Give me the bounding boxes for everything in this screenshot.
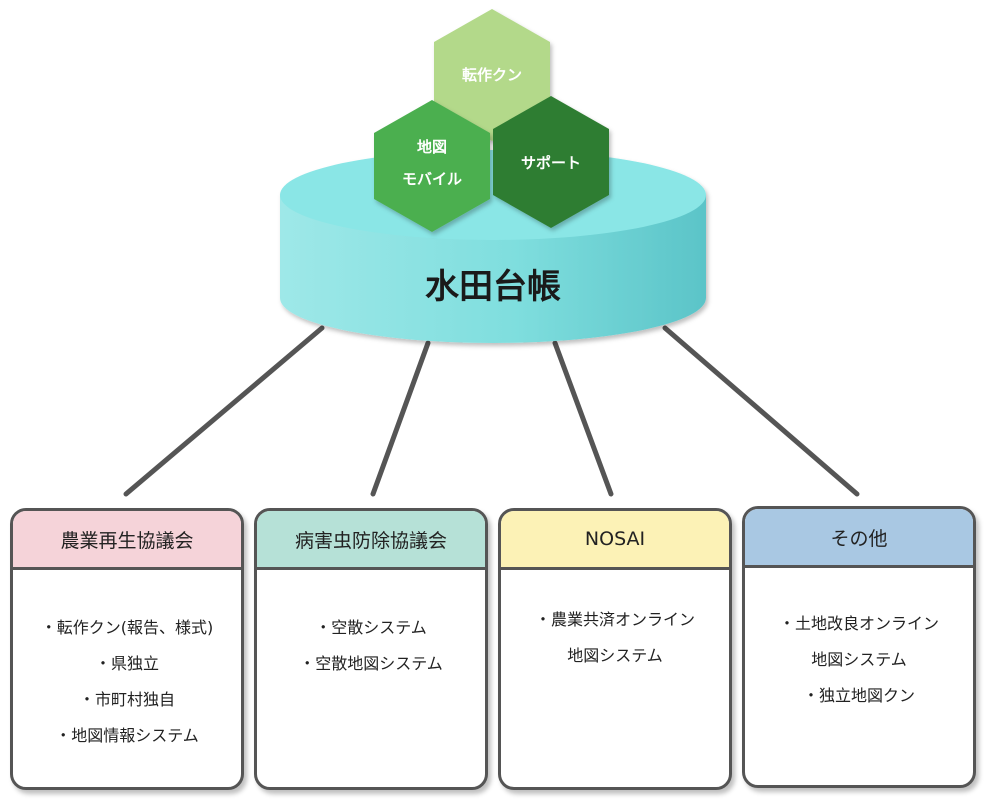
database-label: 水田台帳 — [425, 267, 561, 307]
box-body-pest-control-council: ・空散システム ・空散地図システム — [257, 570, 485, 682]
box-title: その他 — [830, 527, 888, 550]
connector-line-agri-council — [123, 325, 325, 497]
box-title: 病害虫防除協議会 — [294, 529, 447, 552]
box-header-other: その他 — [745, 509, 973, 568]
list-item: 地図システム — [567, 646, 663, 665]
hexagon-tensaku-shape — [434, 9, 550, 141]
hexagon-support-label: サポート — [521, 154, 581, 172]
box-other: その他 ・土地改良オンライン 地図システム ・独立地図クン — [742, 506, 976, 788]
list-item: ・農業共済オンライン — [534, 610, 695, 629]
list-item: ・空散地図システム — [299, 654, 443, 673]
list-item: ・転作クン(報告、様式) — [40, 618, 214, 637]
list-item: ・空散システム — [315, 618, 427, 637]
hexagon-tensaku-label: 転作クン — [462, 66, 522, 84]
box-body-other: ・土地改良オンライン 地図システム ・独立地図クン — [745, 568, 973, 714]
connector-line-other — [662, 325, 860, 497]
list-item: ・土地改良オンライン — [778, 614, 939, 633]
list-item: ・県独立 — [94, 654, 159, 673]
list-item: 地図システム — [811, 650, 907, 669]
box-header-agri-recovery-council: 農業再生協議会 — [13, 511, 241, 570]
box-title: 農業再生協議会 — [60, 529, 194, 552]
box-body-nosai: ・農業共済オンライン 地図システム — [501, 570, 729, 674]
hexagon-chizu-mobile: 地図 モバイル — [374, 100, 490, 232]
list-item: ・地図情報システム — [55, 726, 199, 745]
box-nosai: NOSAI ・農業共済オンライン 地図システム — [498, 508, 732, 790]
list-item: ・市町村独自 — [78, 690, 175, 709]
hexagon-chizu-shape — [374, 100, 490, 232]
box-agri-recovery-council: 農業再生協議会 ・転作クン(報告、様式) ・県独立 ・市町村独自 ・地図情報シス… — [10, 508, 244, 790]
list-item: ・独立地図クン — [802, 686, 915, 705]
box-pest-control-council: 病害虫防除協議会 ・空散システム ・空散地図システム — [254, 508, 488, 790]
connector-line-pest-council — [370, 340, 431, 497]
hexagon-support: サポート — [493, 96, 609, 228]
box-title: NOSAI — [584, 528, 646, 550]
box-body-agri-recovery-council: ・転作クン(報告、様式) ・県独立 ・市町村独自 ・地図情報システム — [13, 570, 241, 754]
hexagon-chizu-label-line2: モバイル — [402, 170, 462, 188]
box-header-pest-control-council: 病害虫防除協議会 — [257, 511, 485, 570]
hexagon-tensaku-kun: 転作クン — [434, 9, 550, 141]
hexagon-support-shape — [493, 96, 609, 228]
hexagon-chizu-label-line1: 地図 — [417, 138, 447, 156]
box-header-nosai: NOSAI — [501, 511, 729, 570]
connector-line-nosai — [552, 340, 614, 497]
